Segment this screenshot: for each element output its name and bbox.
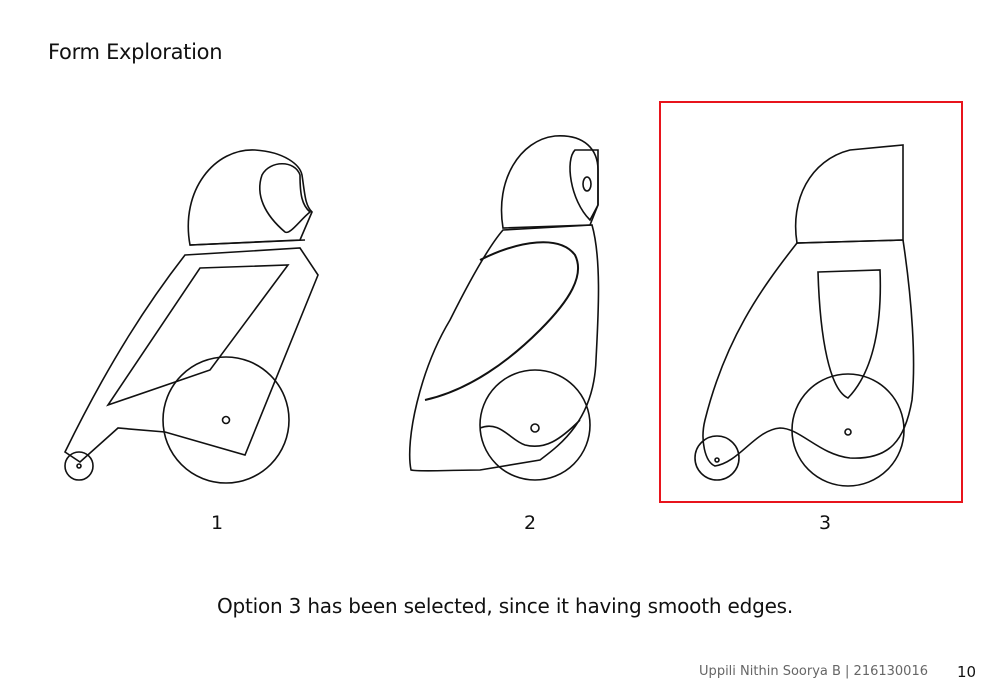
sketch-option-2 [408,135,600,481]
selection-highlight-box [659,101,963,503]
option-label-2: 2 [523,512,537,534]
selection-caption: Option 3 has been selected, since it hav… [216,594,794,618]
option-label-1: 1 [210,512,224,534]
sketch-option-1 [63,149,319,484]
slide-title: Form Exploration [48,40,223,64]
page-number: 10 [957,663,977,681]
footer-author: Uppili Nithin Soorya B | 216130016 [699,664,928,679]
option-label-3: 3 [818,512,832,534]
sketch-option-3 [694,144,915,487]
